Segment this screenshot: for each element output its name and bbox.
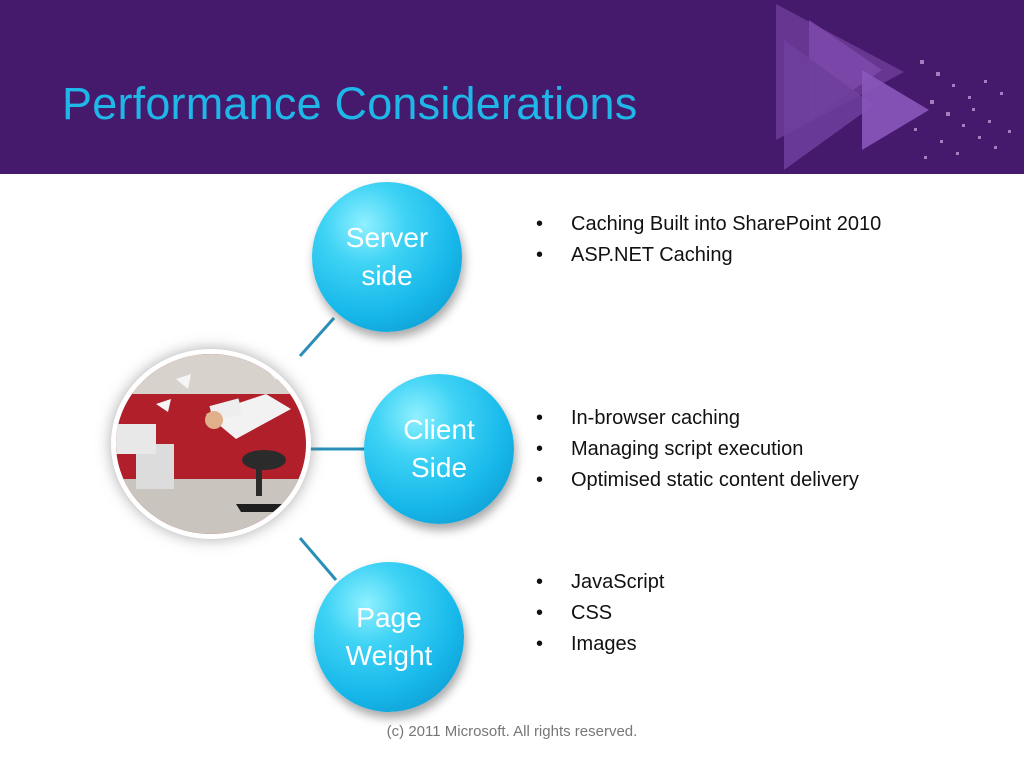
bullet-item: In-browser caching — [533, 403, 859, 434]
bullet-item: JavaScript — [533, 567, 664, 598]
play-arrows-decoration — [776, 4, 1011, 170]
bullet-item: Caching Built into SharePoint 2010 — [533, 209, 881, 240]
slide-title: Performance Considerations — [62, 78, 638, 129]
bullet-item: CSS — [533, 598, 664, 629]
connector-weight — [298, 537, 338, 581]
node-client-side-label: Client Side — [403, 414, 475, 483]
bullet-item: Managing script execution — [533, 434, 859, 465]
page-weight-bullets: JavaScript CSS Images — [533, 567, 664, 660]
copyright-footer: (c) 2011 Microsoft. All rights reserved. — [386, 723, 638, 740]
node-page-weight: Page Weight — [314, 562, 464, 712]
connector-server — [298, 316, 336, 358]
node-page-weight-label: Page Weight — [345, 602, 433, 671]
client-side-bullets: In-browser caching Managing script execu… — [533, 403, 859, 496]
title-banner: Performance Considerations — [0, 0, 1024, 174]
falling-businessman-photo — [116, 354, 306, 534]
bullet-item: Optimised static content delivery — [533, 465, 859, 496]
bullet-item: Images — [533, 629, 664, 660]
node-server-side: Server side — [312, 182, 462, 332]
bullet-item: ASP.NET Caching — [533, 240, 881, 271]
node-client-side: Client Side — [364, 374, 514, 524]
server-side-bullets: Caching Built into SharePoint 2010 ASP.N… — [533, 209, 881, 271]
node-server-side-label: Server side — [345, 222, 429, 291]
